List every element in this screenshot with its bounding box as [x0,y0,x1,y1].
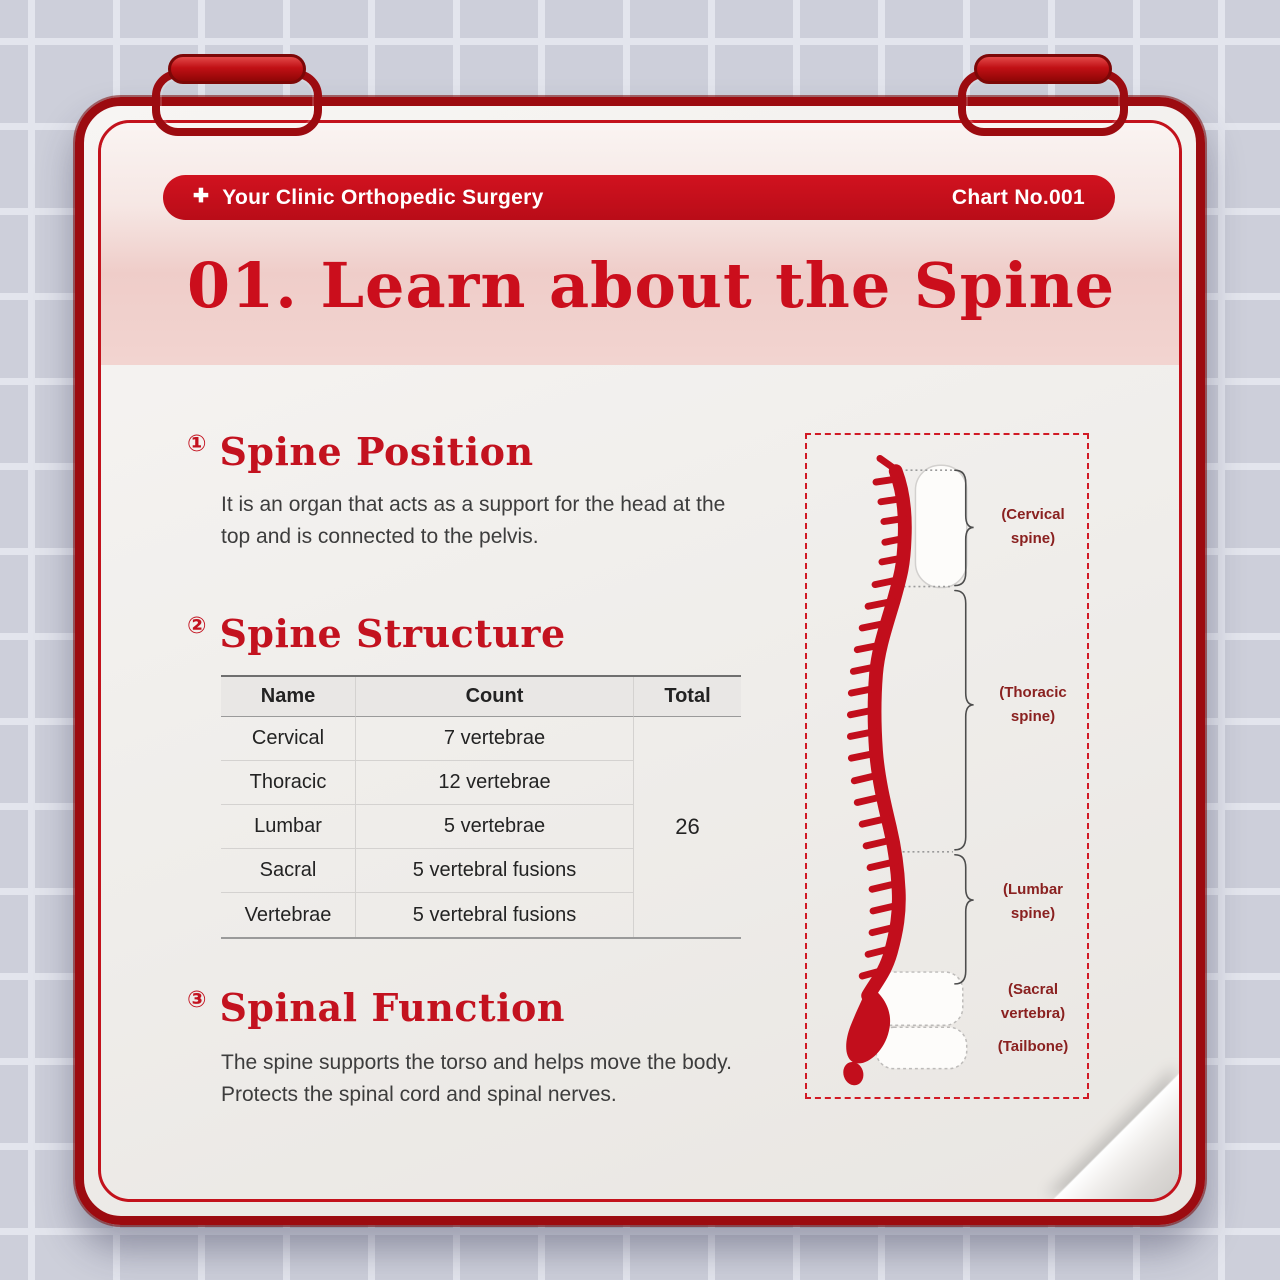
table-cell: 5 vertebrae [356,805,634,849]
section-heading-spine-structure: ② Spine Structure [187,611,566,656]
title-band [101,123,1179,365]
clipboard-clip-left [152,54,322,138]
chart-paper: ✚ Your Clinic Orthopedic Surgery Chart N… [98,120,1182,1202]
label-tailbone: (Tailbone) [997,1038,1069,1055]
table-cell: 7 vertebrae [356,717,634,761]
spine-illustration [843,454,974,1086]
section-number-icon: ② [187,613,207,639]
page-title: 01. Learn about the Spine [187,249,1116,322]
clinic-name: Your Clinic Orthopedic Surgery [222,185,544,209]
table-cell: 5 vertebral fusions [356,893,634,937]
section-number-icon: ① [187,431,207,457]
column-header: Total [634,677,741,717]
table-cell: Sacral [221,849,356,893]
chart-number: Chart No.001 [951,185,1085,209]
table-cell: Vertebrae [221,893,356,937]
clipboard-clip-right [958,54,1128,138]
table-cell: Cervical [221,717,356,761]
clinic-label-group: ✚ Your Clinic Orthopedic Surgery [193,186,544,210]
column-header: Name [221,677,356,717]
clipboard-board: ✚ Your Clinic Orthopedic Surgery Chart N… [75,97,1205,1225]
section-number-icon: ③ [187,987,207,1013]
table-cell: 12 vertebrae [356,761,634,805]
page-curl [1053,1073,1179,1199]
table-total-value: 26 [675,814,700,839]
section-heading-spine-position: ① Spine Position [187,429,534,474]
plus-icon: ✚ [193,186,210,207]
section-heading-spinal-function: ③ Spinal Function [187,985,566,1030]
clip-bar [168,54,306,84]
table-cell: Lumbar [221,805,356,849]
column-header: Count [356,677,634,717]
spine-structure-table: Name Count Total 26 Cervical 7 vertebrae… [221,675,741,939]
table-cell: Thoracic [221,761,356,805]
spine-position-text: It is an organ that acts as a support fo… [221,493,726,548]
clip-bar [974,54,1112,84]
table-cell: 5 vertebral fusions [356,849,634,893]
spinal-function-text: The spine supports the torso and helps m… [221,1051,732,1106]
header-pill: ✚ Your Clinic Orthopedic Surgery Chart N… [163,175,1115,220]
